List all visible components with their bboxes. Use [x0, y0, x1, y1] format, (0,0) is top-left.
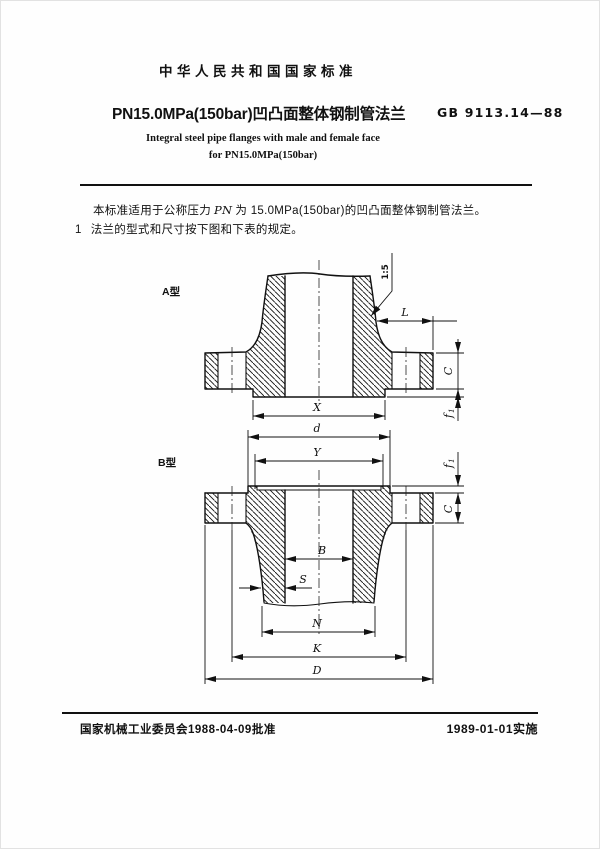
implementation-date: 1989-01-01实施: [446, 722, 538, 736]
dim-label-Y: Y: [313, 446, 322, 459]
taper-ratio-label: 1:5: [381, 264, 391, 279]
svg-text:1: 1: [447, 458, 456, 463]
type-b-right-rim-hatch: [420, 493, 433, 523]
national-standard-header: 中华人民共和国国家标准: [159, 64, 357, 79]
scope-text-post: 为 15.0MPa(150bar)的凹凸面整体钢制管法兰。: [235, 205, 487, 217]
page-title: PN15.0MPa(150bar)凹凸面整体钢制管法兰: [112, 106, 406, 123]
svg-text:f: f: [442, 412, 455, 419]
type-b-drawing: f 1 C B S N K: [204, 452, 464, 684]
type-a-left-rim-hatch: [205, 353, 218, 389]
dim-label-K: K: [312, 642, 322, 655]
type-b-left-wall-hatch: [246, 486, 285, 603]
dim-label-f1-typeA: f 1: [442, 408, 456, 419]
type-a-label: A型: [162, 286, 181, 298]
type-b-right-wall-hatch: [353, 486, 392, 603]
type-a-right-rim-hatch: [420, 353, 433, 389]
dim-label-L: L: [400, 306, 408, 319]
type-b-label: B型: [158, 457, 177, 469]
dim-label-d: d: [313, 422, 320, 435]
dim-label-S: S: [299, 573, 307, 586]
dim-label-N: N: [311, 617, 322, 630]
dim-label-B: B: [317, 544, 326, 557]
dim-label-X: X: [312, 401, 322, 414]
footer-divider: [62, 712, 538, 714]
standard-number: GB 9113.14—88: [437, 105, 564, 120]
subtitle-english-line1: Integral steel pipe flanges with male an…: [146, 133, 380, 144]
approval-note: 国家机械工业委员会1988-04-09批准: [80, 724, 276, 736]
dim-label-D: D: [312, 664, 322, 677]
svg-text:1: 1: [447, 408, 456, 413]
clause-1-text: 法兰的型式和尺寸按下图和下表的规定。: [90, 224, 304, 236]
dim-label-f1-typeB: f 1: [442, 458, 456, 469]
type-a-drawing: 1:5 L C f 1 X: [204, 253, 464, 489]
type-a-left-wall-hatch: [246, 276, 285, 397]
scope-variable-pn: PN: [214, 203, 233, 217]
header-divider: [80, 184, 532, 186]
type-b-left-rim-hatch: [205, 493, 218, 523]
dim-label-C-typeA: C: [442, 366, 455, 375]
clause-1-number: 1: [75, 224, 82, 236]
svg-text:f: f: [442, 462, 455, 469]
dim-label-C-typeB: C: [442, 504, 455, 513]
type-a-right-wall-hatch: [353, 276, 392, 397]
scope-text-pre: 本标准适用于公称压力: [93, 205, 211, 217]
clause-1: 1 法兰的型式和尺寸按下图和下表的规定。: [75, 221, 303, 237]
flange-figure: 1:5 L C f 1 X: [204, 253, 464, 684]
subtitle-english-line2: for PN15.0MPa(150bar): [208, 150, 318, 161]
